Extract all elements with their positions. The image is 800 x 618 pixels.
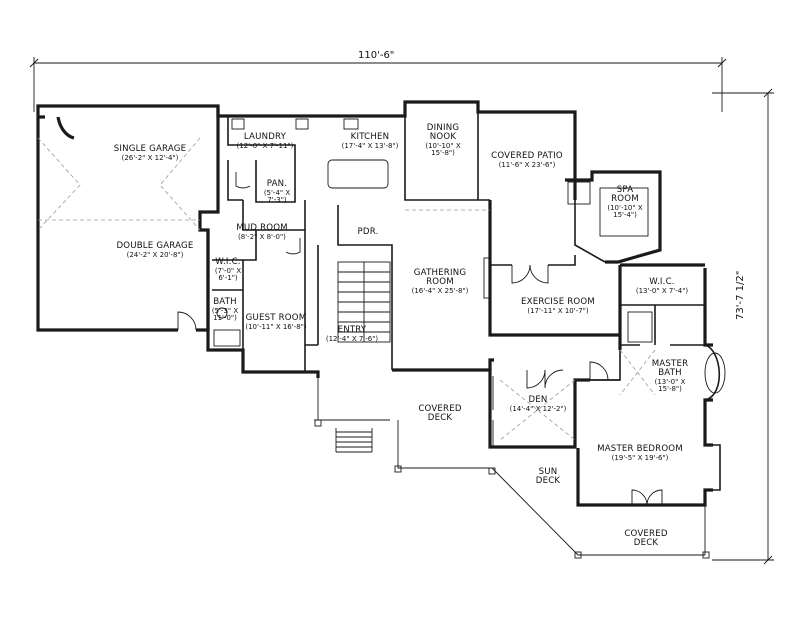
room-size: (17'-11" X 10'-7") bbox=[527, 307, 589, 316]
room-label-pdr: PDR. bbox=[357, 227, 379, 237]
room-name: W.I.C. bbox=[649, 277, 675, 287]
room-size: (14'-4" X 12'-2") bbox=[509, 405, 567, 414]
room-label-gathering-room: GATHERING ROOM (16'-4" X 25'-8") bbox=[399, 268, 481, 296]
room-label-double-garage: DOUBLE GARAGE (24'-2" X 20'-8") bbox=[110, 241, 200, 260]
room-label-master-wic: W.I.C. (13'-0" X 7'-4") bbox=[635, 277, 689, 296]
door-swings bbox=[177, 172, 663, 506]
room-name: DINING NOOK bbox=[426, 123, 460, 143]
room-label-spa-room: SPA ROOM (10'-10" X 15'-4") bbox=[603, 185, 647, 220]
room-name: COVERED DECK bbox=[624, 529, 668, 549]
room-name: MUD ROOM bbox=[236, 223, 288, 233]
room-size: (12'-0" X 7'-11") bbox=[236, 142, 294, 151]
overall-depth-dimension: 73'-7 1/2" bbox=[735, 270, 746, 320]
room-name: SPA ROOM bbox=[611, 185, 639, 205]
room-size: (11'-6" X 23'-6") bbox=[498, 161, 556, 170]
room-name: BATH bbox=[213, 297, 237, 307]
room-size: (8'-2" X 8'-0") bbox=[238, 233, 286, 242]
room-size: (24'-2" X 20'-8") bbox=[126, 251, 184, 260]
room-label-exercise-room: EXERCISE ROOM (17'-11" X 10'-7") bbox=[521, 297, 595, 316]
room-name: PDR. bbox=[357, 227, 379, 237]
room-size: (7'-0" X 6'-1") bbox=[214, 267, 242, 283]
room-label-single-garage: SINGLE GARAGE (26'-2" X 12'-4") bbox=[113, 144, 187, 163]
room-label-laundry: LAUNDRY (12'-0" X 7'-11") bbox=[236, 132, 294, 151]
room-name: GUEST ROOM bbox=[245, 313, 307, 323]
room-name: EXERCISE ROOM bbox=[521, 297, 595, 307]
room-label-covered-deck: COVERED DECK bbox=[411, 404, 469, 424]
room-name: MASTER BEDROOM bbox=[597, 444, 683, 454]
room-label-covered-patio: COVERED PATIO (11'-6" X 23'-6") bbox=[491, 151, 563, 170]
room-label-master-bath: MASTER BATH (13'-0" X 15'-8") bbox=[651, 359, 689, 394]
room-label-sun-deck: SUN DECK bbox=[531, 467, 565, 487]
room-name: ENTRY bbox=[337, 325, 367, 335]
room-name: SUN DECK bbox=[535, 467, 561, 487]
room-label-guest-wic: W.I.C. (7'-0" X 6'-1") bbox=[213, 257, 243, 283]
room-name: LAUNDRY bbox=[243, 132, 287, 142]
room-name: COVERED DECK bbox=[418, 404, 462, 424]
room-name: SINGLE GARAGE bbox=[113, 144, 187, 154]
room-name: GATHERING ROOM bbox=[413, 268, 467, 288]
fixtures bbox=[213, 118, 726, 394]
room-label-covered-deck-2: COVERED DECK bbox=[617, 529, 675, 549]
room-size: (5'-4" X 7'-3") bbox=[263, 189, 291, 205]
room-size: (12'-4" X 7'-6") bbox=[325, 335, 379, 344]
room-size: (10'-10" X 15'-8") bbox=[425, 142, 461, 158]
windows bbox=[483, 257, 721, 491]
interior-walls bbox=[212, 112, 705, 381]
room-size: (26'-2" X 12'-4") bbox=[121, 154, 179, 163]
deck-railings bbox=[314, 378, 710, 559]
room-size: (17'-4" X 13'-8") bbox=[341, 142, 399, 151]
room-label-mud-room: MUD ROOM (8'-2" X 8'-0") bbox=[236, 223, 288, 242]
room-size: (10'-10" X 15'-4") bbox=[607, 204, 643, 220]
room-label-kitchen: KITCHEN (17'-4" X 13'-8") bbox=[341, 132, 399, 151]
room-name: DOUBLE GARAGE bbox=[116, 241, 194, 251]
room-name: W.I.C. bbox=[215, 257, 241, 267]
room-size: (10'-11" X 16'-8") bbox=[245, 323, 307, 332]
room-label-pantry: PAN. (5'-4" X 7'-3") bbox=[257, 179, 297, 205]
room-size: (19'-5" X 19'-6") bbox=[611, 454, 669, 463]
room-name: PAN. bbox=[266, 179, 288, 189]
room-label-guest-room: GUEST ROOM (10'-11" X 16'-8") bbox=[243, 313, 309, 332]
room-label-master-bedroom: MASTER BEDROOM (19'-5" X 19'-6") bbox=[597, 444, 683, 463]
room-name: COVERED PATIO bbox=[491, 151, 563, 161]
room-label-entry: ENTRY (12'-4" X 7'-6") bbox=[325, 325, 379, 344]
room-label-den: DEN (14'-4" X 12'-2") bbox=[509, 395, 567, 414]
room-size: (13'-0" X 7'-4") bbox=[635, 287, 689, 296]
room-size: (5'-3" X 11'-0") bbox=[211, 307, 239, 323]
room-size: (13'-0" X 15'-8") bbox=[654, 378, 686, 394]
dimension-lines bbox=[29, 57, 774, 565]
room-name: MASTER BATH bbox=[651, 359, 689, 379]
room-label-dining-nook: DINING NOOK (10'-10" X 15'-8") bbox=[414, 123, 472, 158]
room-size: (16'-4" X 25'-8") bbox=[411, 287, 469, 296]
overall-width-dimension: 110'-6" bbox=[358, 50, 395, 61]
stairs bbox=[337, 261, 391, 343]
room-name: KITCHEN bbox=[350, 132, 390, 142]
room-name: DEN bbox=[528, 395, 548, 405]
room-label-bath: BATH (5'-3" X 11'-0") bbox=[211, 297, 239, 323]
dashed-lines bbox=[37, 137, 656, 441]
